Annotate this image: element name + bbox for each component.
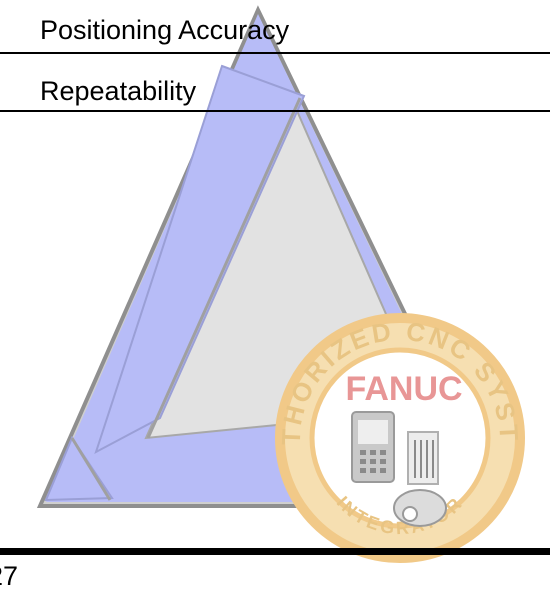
row-label-repeatability: Repeatability (40, 76, 197, 106)
svg-text:FANUC: FANUC (345, 370, 462, 408)
row-divider (0, 110, 550, 112)
page-number: 27 (0, 561, 19, 591)
footer-rule (0, 548, 550, 555)
row-label-positioning-accuracy: Positioning Accuracy (40, 15, 290, 45)
row-divider (0, 52, 550, 54)
